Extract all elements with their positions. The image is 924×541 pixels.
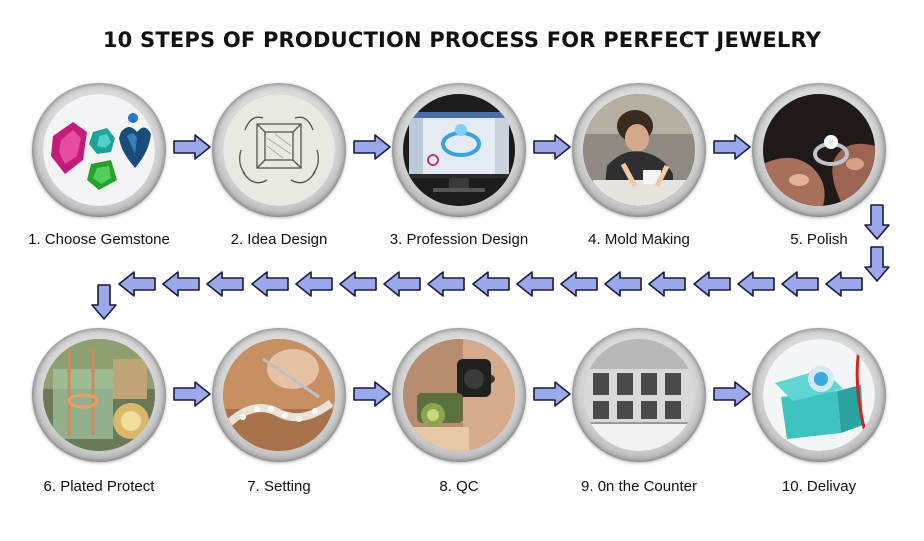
inspection-loupe-photo-icon	[403, 339, 515, 451]
gemstones-photo-icon	[43, 94, 155, 206]
step-9-label: 9. 0n the Counter	[581, 478, 697, 495]
arrow-down-left	[91, 284, 117, 320]
step-4-label: 4. Mold Making	[588, 231, 690, 248]
return-arrow-left	[162, 271, 200, 297]
step-3-circle	[392, 83, 526, 217]
return-arrow-left	[692, 271, 731, 297]
return-arrow-left	[825, 271, 863, 297]
arrow-9-to-10	[713, 381, 751, 407]
return-arrow-left	[427, 271, 466, 297]
step-1-label: 1. Choose Gemstone	[28, 231, 170, 248]
arrow-4-to-5	[713, 134, 751, 160]
stone-setting-photo-icon	[223, 339, 335, 451]
step-7-label: 7. Setting	[247, 478, 311, 495]
return-arrow-left	[604, 271, 642, 297]
return-arrow-left	[250, 271, 289, 297]
arrow-7-to-8	[353, 381, 391, 407]
display-counter-photo-icon	[583, 339, 695, 451]
step-9-circle	[572, 328, 706, 462]
arrow-3-to-4	[533, 134, 571, 160]
return-arrow-left	[781, 271, 819, 297]
step-2-circle	[212, 83, 346, 217]
step-4-circle	[572, 83, 706, 217]
return-arrow-left	[515, 271, 554, 297]
step-10-circle	[752, 328, 886, 462]
return-arrow-left	[383, 271, 421, 297]
arrow-2-to-3	[353, 134, 391, 160]
return-arrow-left	[118, 271, 156, 297]
plating-photo-icon	[43, 339, 155, 451]
step-10-label: 10. Delivay	[781, 478, 857, 495]
craftsman-photo-icon	[583, 94, 695, 206]
ring-sketch-photo-icon	[223, 94, 335, 206]
step-1-circle	[32, 83, 166, 217]
step-8-label: 8. QC	[439, 478, 479, 495]
step-5-circle	[752, 83, 886, 217]
step-5-label: 5. Polish	[790, 231, 848, 248]
step-8-circle	[392, 328, 526, 462]
arrow-down-right-2	[864, 246, 890, 282]
return-arrow-left	[339, 271, 377, 297]
step-2-label: 2. Idea Design	[230, 231, 328, 248]
step-6-circle	[32, 328, 166, 462]
polishing-ring-photo-icon	[763, 94, 875, 206]
arrow-1-to-2	[173, 134, 211, 160]
return-arrow-left	[648, 271, 687, 297]
step-3-label: 3. Profession Design	[389, 231, 529, 248]
return-arrow-left	[294, 271, 333, 297]
diagram-title: 10 STEPS OF PRODUCTION PROCESS FOR PERFE…	[102, 28, 822, 52]
return-arrow-left	[560, 271, 598, 297]
return-arrow-left	[471, 271, 510, 297]
cad-monitor-photo-icon	[403, 94, 515, 206]
step-7-circle	[212, 328, 346, 462]
arrow-down-right-1	[864, 204, 890, 240]
arrow-6-to-7	[173, 381, 211, 407]
arrow-8-to-9	[533, 381, 571, 407]
return-arrow-left	[736, 271, 775, 297]
gift-box-photo-icon	[763, 339, 875, 451]
return-arrow-left	[206, 271, 245, 297]
step-6-label: 6. Plated Protect	[43, 478, 155, 495]
